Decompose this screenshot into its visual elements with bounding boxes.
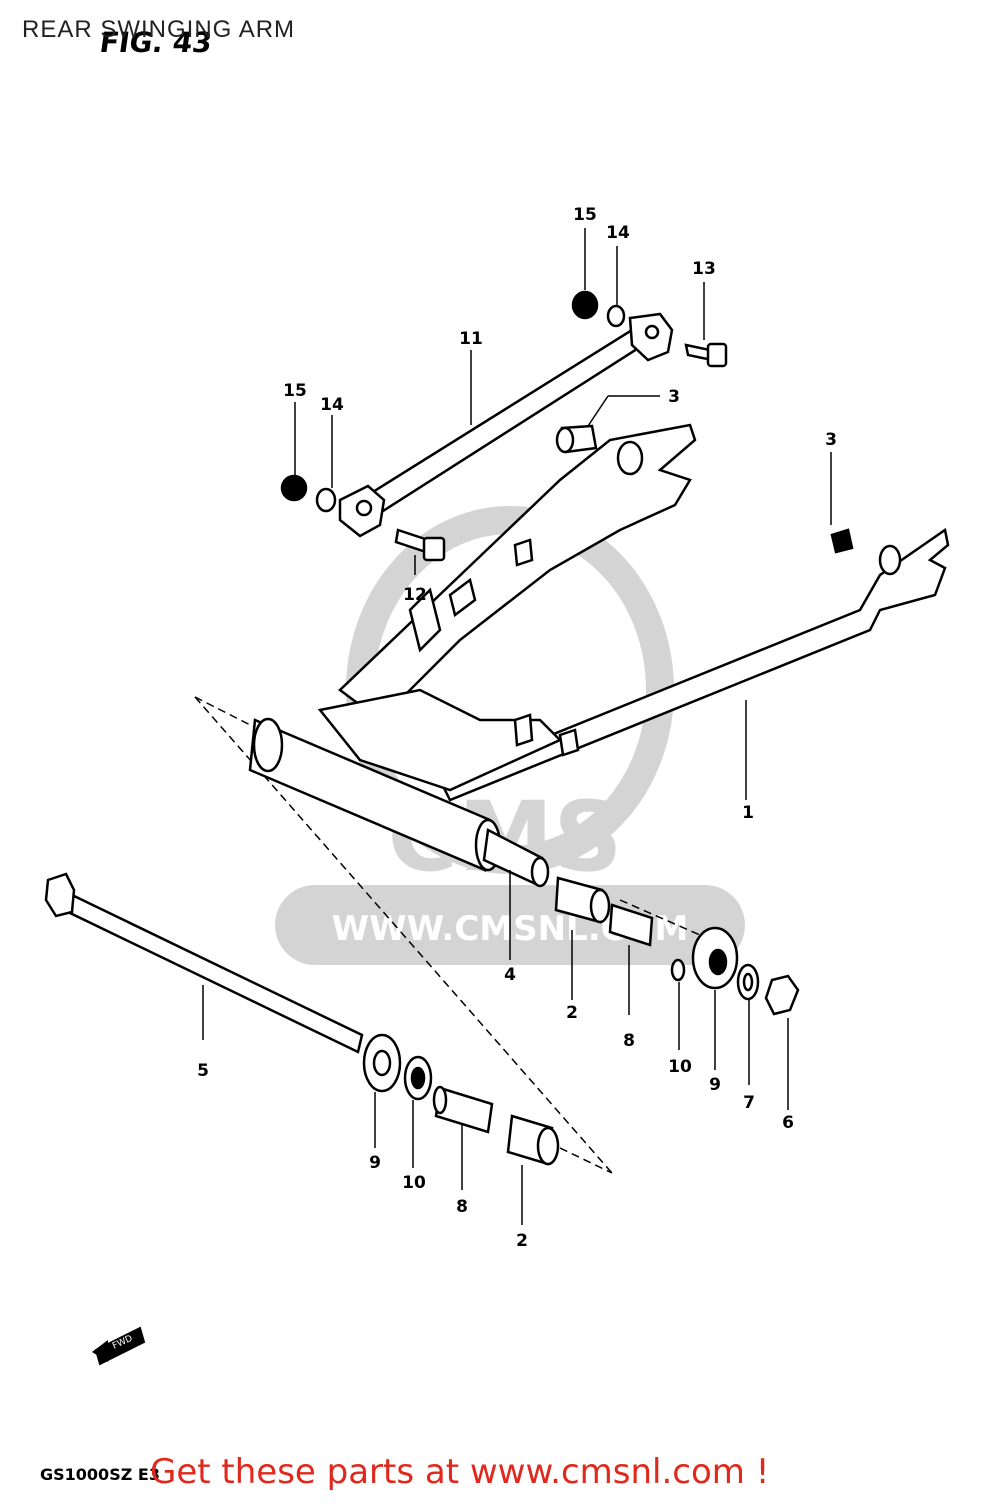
part-3-bushings (555, 424, 854, 554)
part-4-spacer (482, 828, 550, 888)
model-label: GS1000SZ E3 (40, 1465, 160, 1484)
bolt-12-head (422, 536, 446, 562)
callout-3a: 3 (668, 387, 680, 407)
diagram-title: REAR SWINGING ARM (22, 16, 296, 43)
callout-14a: 14 (606, 223, 630, 243)
left-side-parts (362, 1033, 560, 1166)
callout-6: 6 (782, 1113, 794, 1133)
fasteners-top (280, 290, 728, 562)
callout-7: 7 (743, 1093, 755, 1113)
callout-2b: 2 (516, 1231, 528, 1251)
part-5-pivot-shaft (44, 872, 364, 1054)
callout-5: 5 (197, 1061, 209, 1081)
seal-9a-hole (708, 948, 728, 976)
callout-9b: 9 (369, 1153, 381, 1173)
sleeve-8a (608, 903, 654, 947)
callout-13: 13 (692, 259, 716, 279)
bearing-2a-end (589, 888, 611, 924)
callout-1: 1 (742, 803, 754, 823)
callout-12: 12 (403, 585, 427, 605)
callout-15b: 15 (283, 381, 307, 401)
part-1-swing-arm (248, 423, 950, 872)
bearing-2b-end (536, 1126, 560, 1166)
ref-line-bottom (559, 1147, 613, 1174)
footer-cta-link[interactable]: Get these parts at www.cmsnl.com ! (150, 1452, 770, 1492)
seal-9b-hole (372, 1049, 392, 1077)
nut-15a (571, 290, 599, 320)
bolt-13-head (706, 342, 728, 368)
callout-10b: 10 (402, 1173, 426, 1193)
callout-10a: 10 (668, 1057, 692, 1077)
callout-8b: 8 (456, 1197, 468, 1217)
nut-15b (280, 474, 308, 502)
fwd-arrow: FWD (92, 1326, 146, 1366)
callout-9a: 9 (709, 1075, 721, 1095)
washer-7-hole (742, 972, 754, 992)
callout-11: 11 (459, 329, 483, 349)
washer-14b (315, 487, 337, 513)
callouts: 15 14 13 11 15 14 3 3 12 1 4 2 8 10 9 7 … (197, 205, 837, 1251)
sleeve-8b-end (432, 1085, 448, 1115)
callout-14b: 14 (320, 395, 344, 415)
leader-lines (202, 228, 832, 1225)
washer-10a (670, 958, 686, 982)
washer-10b-hole (410, 1066, 426, 1090)
washer-14a (606, 304, 626, 328)
callout-4: 4 (504, 965, 516, 985)
callout-8a: 8 (623, 1031, 635, 1051)
callout-3b: 3 (825, 430, 837, 450)
right-side-parts (554, 876, 800, 1016)
ref-line-right (619, 899, 701, 936)
callout-2a: 2 (566, 1003, 578, 1023)
nut-6 (764, 974, 800, 1016)
part-11-torque-link (338, 312, 674, 538)
callout-15a: 15 (573, 205, 597, 225)
